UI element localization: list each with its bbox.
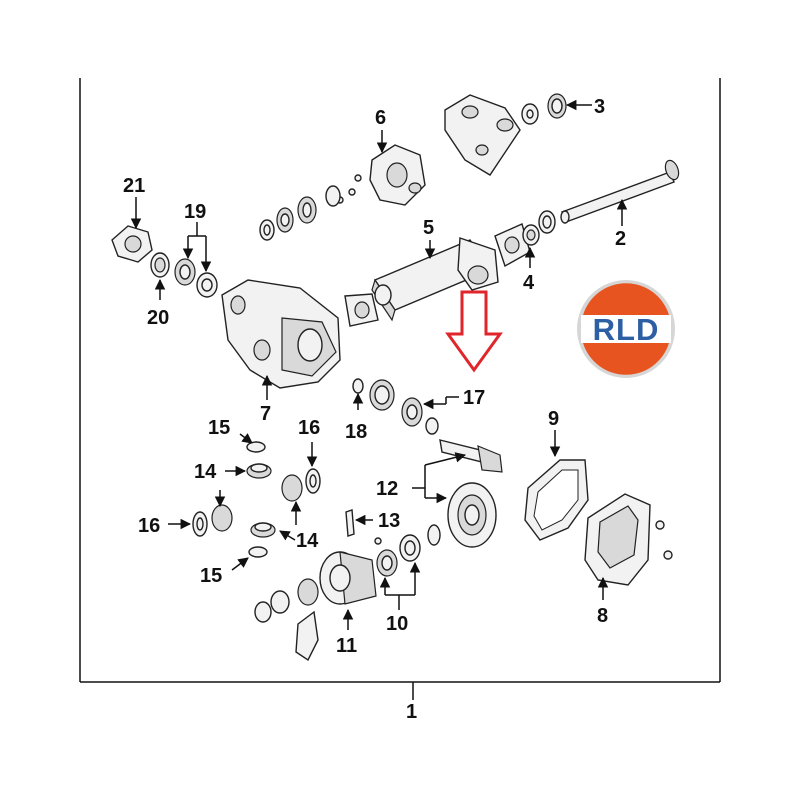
callout-6: 6 [375, 107, 386, 129]
callout-10: 10 [386, 613, 408, 635]
callout-21: 21 [123, 175, 145, 197]
disconnect-housing [336, 144, 426, 206]
seal-4 [522, 210, 556, 246]
pinion-bearings [352, 378, 439, 435]
callout-4: 4 [523, 272, 535, 294]
callout-12: 12 [376, 478, 398, 500]
callout-labels: 1 2 3 4 5 6 7 8 9 10 11 12 13 14 14 15 1… [123, 96, 626, 723]
pinion-flange [111, 225, 153, 263]
logo-text: RLD [593, 312, 660, 347]
callout-15a: 15 [208, 417, 230, 439]
callout-11: 11 [336, 635, 357, 657]
bearing-set-3 [521, 93, 567, 125]
callout-18: 18 [345, 421, 367, 443]
rld-logo: RLD [577, 280, 675, 378]
carrier-bearings [376, 524, 441, 577]
differential-cover [584, 493, 673, 586]
carrier-housing [221, 279, 341, 389]
leader-lines [130, 99, 628, 630]
callout-3: 3 [594, 96, 605, 118]
differential-case [254, 551, 377, 662]
assembly-frame [79, 78, 721, 700]
axle-shaft [560, 159, 680, 224]
highlight-arrow-icon [445, 290, 503, 373]
callout-14a: 14 [194, 461, 217, 483]
callout-13: 13 [378, 510, 400, 532]
axle-bracket [444, 94, 521, 176]
callout-15b: 15 [200, 565, 222, 587]
callout-8: 8 [597, 605, 608, 627]
callout-5: 5 [423, 217, 434, 239]
callout-14b: 14 [296, 530, 319, 552]
intermediate-shaft-bearings [259, 185, 341, 241]
spider-gears-and-washers [192, 441, 321, 558]
callout-20: 20 [147, 307, 169, 329]
axle-tube [371, 237, 499, 322]
callout-2: 2 [615, 228, 626, 250]
cross-shaft-pin [345, 509, 382, 545]
callout-17: 17 [463, 387, 485, 409]
callout-9: 9 [548, 408, 559, 430]
callout-1: 1 [406, 701, 417, 723]
callout-16b: 16 [138, 515, 160, 537]
ring-and-pinion [439, 439, 503, 548]
tube-gaskets [344, 223, 531, 327]
cover-gasket [524, 459, 589, 541]
callout-16a: 16 [298, 417, 320, 439]
pinion-seals [150, 252, 218, 298]
callout-7: 7 [260, 403, 271, 425]
callout-19: 19 [184, 201, 206, 223]
